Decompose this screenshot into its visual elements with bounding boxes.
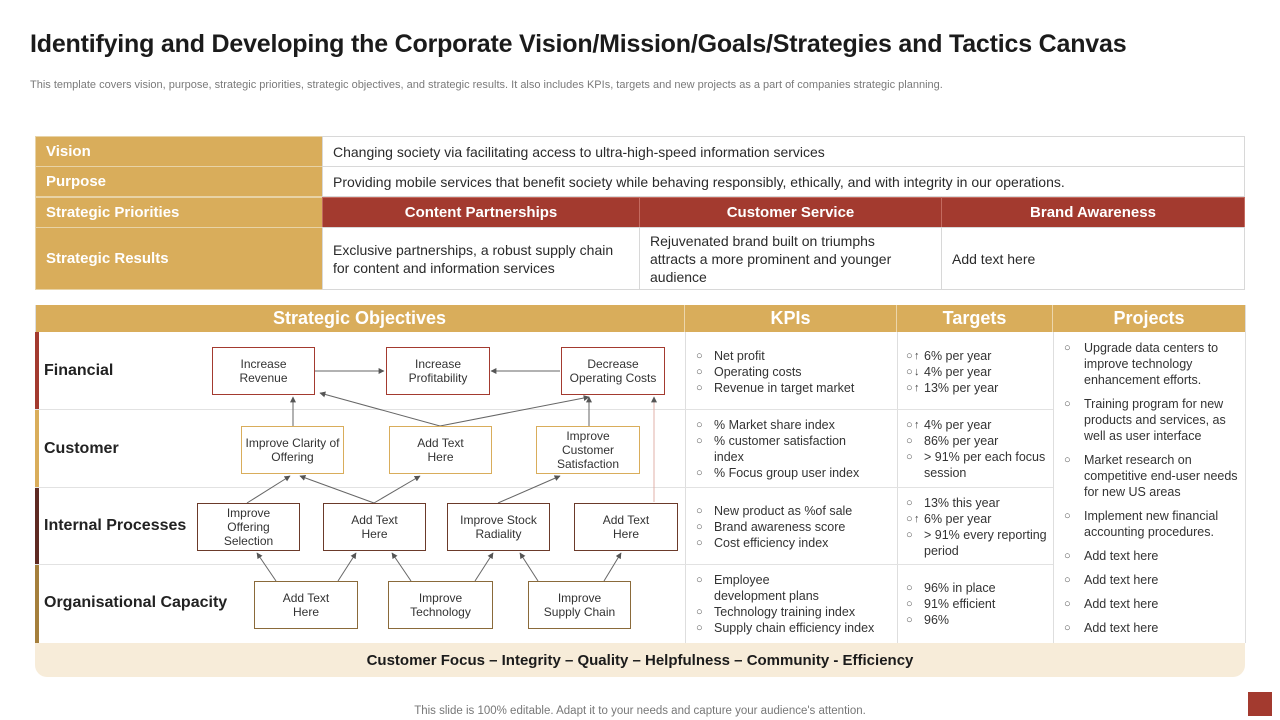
row-color-bar-financial [35, 332, 39, 409]
row-label-financial: Financial [44, 362, 114, 379]
kpi-item: % Market share index [694, 417, 889, 433]
project-item: Market research on competitive end-user … [1062, 452, 1240, 500]
target-item: > 91% every reporting period [904, 527, 1049, 559]
page-title: Identifying and Developing the Corporate… [30, 30, 1127, 58]
kpi-item: Employee development plans [694, 572, 894, 604]
node-decrease-operating-costs: Decrease Operating Costs [561, 347, 665, 395]
header-strategic-objectives: Strategic Objectives [35, 305, 685, 332]
kpi-item: Operating costs [694, 364, 894, 380]
up-arrow-icon: ↑ [914, 382, 920, 394]
target-item: 6% per year [904, 348, 1049, 364]
project-item: Add text here [1062, 596, 1240, 612]
priority-content-partnerships: Content Partnerships [322, 197, 640, 228]
kpi-list-capacity: Employee development plans Technology tr… [694, 572, 894, 636]
kpi-item: % customer satisfaction index [694, 433, 889, 465]
kpi-item: Brand awareness score [694, 519, 894, 535]
target-item: 6% per year [904, 511, 1049, 527]
header-projects: Projects [1053, 305, 1245, 332]
row-label-internal-processes: Internal Processes [44, 517, 187, 534]
kpi-list-customer: % Market share index % customer satisfac… [694, 417, 889, 481]
project-item: Add text here [1062, 620, 1240, 636]
row-label-organisational-capacity: Organisational Capacity [44, 594, 228, 611]
node-improve-customer-satisfaction: Improve Customer Satisfaction [536, 426, 640, 474]
priority-customer-service: Customer Service [639, 197, 942, 228]
target-item: 13% this year [904, 495, 1049, 511]
target-item: 4% per year [904, 417, 1049, 433]
row-color-bar-internal [35, 488, 39, 564]
grid-line [35, 564, 1053, 565]
down-arrow-icon: ↓ [914, 366, 920, 378]
purpose-text: Providing mobile services that benefit s… [322, 166, 1245, 197]
grid-line [35, 487, 1053, 488]
node-internal-add-text-2: Add Text Here [574, 503, 678, 551]
kpi-list-financial: Net profit Operating costs Revenue in ta… [694, 348, 894, 396]
node-improve-offering-selection: Improve Offering Selection [197, 503, 300, 551]
project-item: Add text here [1062, 572, 1240, 588]
kpi-item: Supply chain efficiency index [694, 620, 894, 636]
target-item: 86% per year [904, 433, 1049, 449]
header-targets: Targets [897, 305, 1053, 332]
node-improve-clarity: Improve Clarity of Offering [241, 426, 344, 474]
project-item: Training program for new products and se… [1062, 396, 1240, 444]
grid-line [1245, 305, 1246, 643]
footer-note: This slide is 100% editable. Adapt it to… [414, 705, 866, 717]
node-capacity-add-text: Add Text Here [254, 581, 358, 629]
project-item: Implement new financial accounting proce… [1062, 508, 1240, 540]
target-item: 4% per year [904, 364, 1049, 380]
kpi-item: Technology training index [694, 604, 894, 620]
grid-line [1053, 332, 1054, 643]
target-list-internal: 13% this year 6% per year > 91% every re… [904, 495, 1049, 559]
target-item: > 91% per each focus session [904, 449, 1049, 481]
project-item: Upgrade data centers to improve technolo… [1062, 340, 1240, 388]
projects-list: Upgrade data centers to improve technolo… [1062, 340, 1240, 644]
node-improve-supply-chain: Improve Supply Chain [528, 581, 631, 629]
project-item: Add text here [1062, 548, 1240, 564]
up-arrow-icon: ↑ [914, 419, 920, 431]
kpi-item: Cost efficiency index [694, 535, 894, 551]
node-increase-revenue: Increase Revenue [212, 347, 315, 395]
target-item: 96% in place [904, 580, 1049, 596]
kpi-item: Revenue in target market [694, 380, 894, 396]
result-content-partnerships: Exclusive partnerships, a robust supply … [322, 227, 640, 290]
results-label: Strategic Results [35, 227, 323, 290]
row-color-bar-customer [35, 410, 39, 487]
target-list-customer: 4% per year 86% per year > 91% per each … [904, 417, 1049, 481]
row-label-customer: Customer [44, 440, 119, 457]
target-item: 13% per year [904, 380, 1049, 396]
node-increase-profitability: Increase Profitability [386, 347, 490, 395]
kpi-item: % Focus group user index [694, 465, 889, 481]
vision-text: Changing society via facilitating access… [322, 136, 1245, 167]
target-list-capacity: 96% in place 91% efficient 96% [904, 580, 1049, 628]
up-arrow-icon: ↑ [914, 350, 920, 362]
node-internal-add-text-1: Add Text Here [323, 503, 426, 551]
header-kpis: KPIs [685, 305, 897, 332]
target-item: 91% efficient [904, 596, 1049, 612]
kpi-item: Net profit [694, 348, 894, 364]
kpi-list-internal: New product as %of sale Brand awareness … [694, 503, 894, 551]
result-customer-service: Rejuvenated brand built on triumphs attr… [639, 227, 942, 290]
node-customer-add-text: Add Text Here [389, 426, 492, 474]
target-list-financial: 6% per year 4% per year 13% per year [904, 348, 1049, 396]
grid-line [35, 409, 1053, 410]
result-brand-awareness: Add text here [941, 227, 1245, 290]
target-item: 96% [904, 612, 1049, 628]
values-strip: Customer Focus – Integrity – Quality – H… [35, 643, 1245, 677]
node-improve-technology: Improve Technology [388, 581, 493, 629]
node-improve-stock-radiality: Improve Stock Radiality [447, 503, 550, 551]
corner-accent [1248, 692, 1272, 716]
up-arrow-icon: ↑ [914, 513, 920, 525]
row-color-bar-capacity [35, 565, 39, 643]
kpi-item: New product as %of sale [694, 503, 894, 519]
purpose-label: Purpose [35, 166, 323, 197]
page-subtitle: This template covers vision, purpose, st… [30, 79, 943, 91]
